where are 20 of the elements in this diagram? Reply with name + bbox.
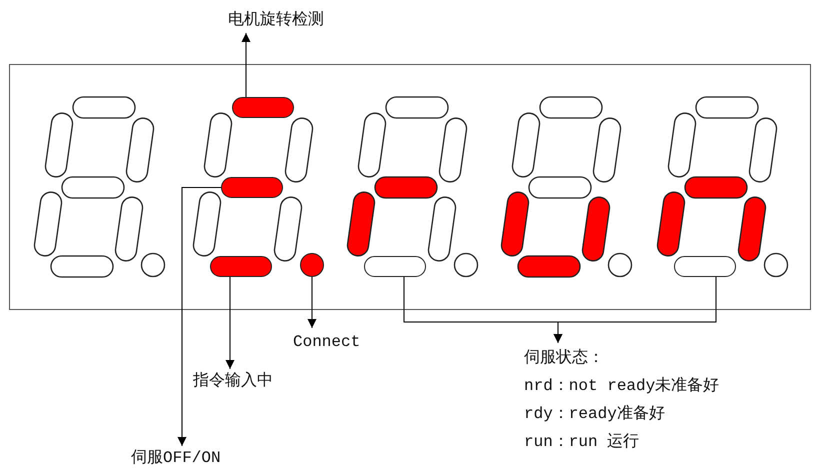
status-heading: 伺服状态： bbox=[524, 348, 605, 369]
display-panel bbox=[9, 64, 811, 310]
status-line: rdy：ready准备好 bbox=[524, 404, 666, 425]
callout-label: 伺服OFF/ON bbox=[131, 447, 221, 469]
leader-line bbox=[242, 32, 250, 98]
decimal-point bbox=[300, 253, 324, 277]
leader-line bbox=[308, 276, 316, 328]
display-segment bbox=[364, 256, 426, 277]
display-segment bbox=[221, 177, 283, 198]
callout-label: Connect bbox=[293, 331, 360, 353]
callout-label: 电机旋转检测 bbox=[228, 9, 324, 31]
display-segment bbox=[210, 256, 272, 277]
callout-label: 指令输入中 bbox=[193, 370, 273, 392]
status-line: nrd：not ready未准备好 bbox=[524, 376, 720, 397]
leader-line bbox=[178, 187, 222, 446]
display-segment bbox=[674, 256, 736, 277]
display-segment bbox=[232, 97, 294, 118]
status-line: run：run 运行 bbox=[524, 432, 640, 453]
leader-line bbox=[554, 276, 716, 344]
leader-line bbox=[226, 276, 234, 370]
